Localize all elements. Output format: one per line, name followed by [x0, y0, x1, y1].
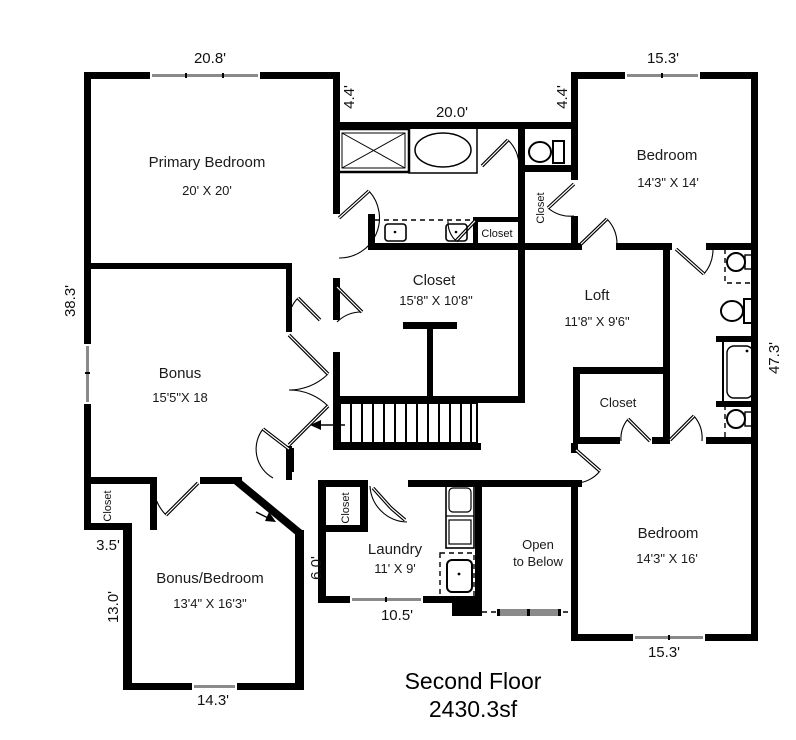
door-vanity-closet: [447, 219, 477, 243]
corridor-vanity-bottom: [724, 405, 754, 437]
left-closet-label: Closet: [102, 490, 114, 521]
door-stair-hall: [255, 427, 291, 479]
primary-bedroom-label: Primary Bedroom: [149, 154, 266, 171]
door-water-closet: [480, 138, 520, 168]
open-below-line1: Open: [522, 537, 554, 552]
loft-dims: 11'8" X 9'6": [564, 314, 630, 329]
dim-top-right: 15.3': [647, 50, 679, 67]
dim-lower-left: 13.0': [105, 591, 122, 623]
door-bonus-french-bottom: [287, 389, 330, 447]
staircase: [310, 322, 478, 444]
floor-area: 2430.3sf: [429, 696, 518, 722]
stair-direction-arrow: [310, 420, 345, 430]
dim-left-side: 38.3': [62, 285, 79, 317]
bonus-label: Bonus: [159, 365, 202, 382]
walkin-closet-dims: 15'8" X 10'8": [399, 293, 473, 308]
walkin-closet-label: Closet: [413, 272, 456, 289]
door-bedroom-br: [574, 448, 602, 484]
window-primary-top: [150, 72, 260, 79]
door-hall-bonus: [288, 296, 322, 322]
dim-right-side: 47.3': [766, 342, 783, 374]
door-left-closet: [152, 481, 200, 517]
floor-title: Second Floor: [405, 668, 542, 694]
dim-bedroom-bottom: 15.3': [648, 644, 680, 661]
primary-bedroom-dims: 20' X 20': [182, 183, 232, 198]
open-below-line2: to Below: [513, 554, 563, 569]
laundry-closet-label: Closet: [340, 492, 352, 523]
window-bonus-left: [84, 344, 91, 404]
bathtub-primary: [408, 126, 478, 174]
windows: [84, 72, 705, 690]
loft-label: Loft: [584, 287, 610, 304]
washer-dryer: [445, 483, 475, 549]
dim-laundry-bottom: 10.5': [381, 607, 413, 624]
doors: [152, 138, 714, 523]
bedroom-br-label: Bedroom: [638, 525, 699, 542]
bedroom-tr-dims: 14'3" X 14': [637, 175, 699, 190]
dim-inset-right: 4.4': [554, 85, 571, 109]
loft-closet-label: Closet: [600, 395, 637, 410]
dim-top-left: 20.8': [194, 50, 226, 67]
door-bedroom-tr-loft: [579, 217, 618, 246]
dim-bonus-bedroom-bottom: 14.3': [197, 692, 229, 709]
door-bonus-french-top: [287, 333, 330, 391]
entry-arrow-bonus-bedroom: [255, 511, 276, 522]
window-bonus-bedroom-bottom: [192, 683, 237, 690]
bonus-bedroom-label: Bonus/Bedroom: [156, 570, 264, 587]
closet-island: [403, 322, 457, 399]
door-walkin-closet: [335, 285, 364, 323]
bonus-bedroom-dims: 13'4" X 16'3": [173, 596, 247, 611]
bedroom-br-dims: 14'3" X 16': [636, 551, 698, 566]
fixtures: [336, 126, 758, 616]
vanity-double-sink: [375, 219, 473, 242]
door-primary-bedroom: [337, 189, 381, 259]
vanity-closet-label: Closet: [481, 228, 512, 240]
utility-sink: [439, 552, 475, 599]
open-below-railing: [482, 609, 571, 616]
dim-laundry-left: 6.0': [308, 556, 325, 580]
door-laundry: [369, 485, 408, 523]
corridor-bathtub: [722, 340, 758, 404]
wc-closet-label: Closet: [535, 192, 547, 223]
window-bedroom-bottom: [633, 634, 705, 641]
laundry-dims: 11' X 9': [374, 561, 416, 576]
bonus-dims: 15'5"X 18: [152, 390, 208, 405]
door-wc-closet: [546, 182, 576, 217]
laundry-label: Laundry: [368, 541, 423, 558]
dim-step-left: 3.5': [96, 537, 120, 554]
dim-top-center: 20.0': [436, 104, 468, 121]
shower: [336, 127, 411, 174]
room-labels: Primary Bedroom 20' X 20' Bedroom 14'3" …: [102, 147, 699, 611]
plan-title: Second Floor 2430.3sf: [405, 668, 542, 722]
door-bedroom-tr-bath: [674, 247, 714, 276]
dim-inset-left: 4.4': [341, 85, 358, 109]
door-loft-closet: [620, 417, 652, 443]
bedroom-tr-label: Bedroom: [637, 147, 698, 164]
corridor-toilet: [720, 298, 754, 324]
dimension-labels: 20.8' 20.0' 15.3' 4.4' 4.4' 38.3' 47.3' …: [62, 50, 783, 709]
corridor-vanity-top: [724, 249, 754, 284]
door-bath-corridor: [668, 414, 703, 442]
window-laundry-bottom: [350, 596, 423, 603]
toilet-wc: [528, 140, 565, 164]
window-bedroom-top: [625, 72, 700, 79]
